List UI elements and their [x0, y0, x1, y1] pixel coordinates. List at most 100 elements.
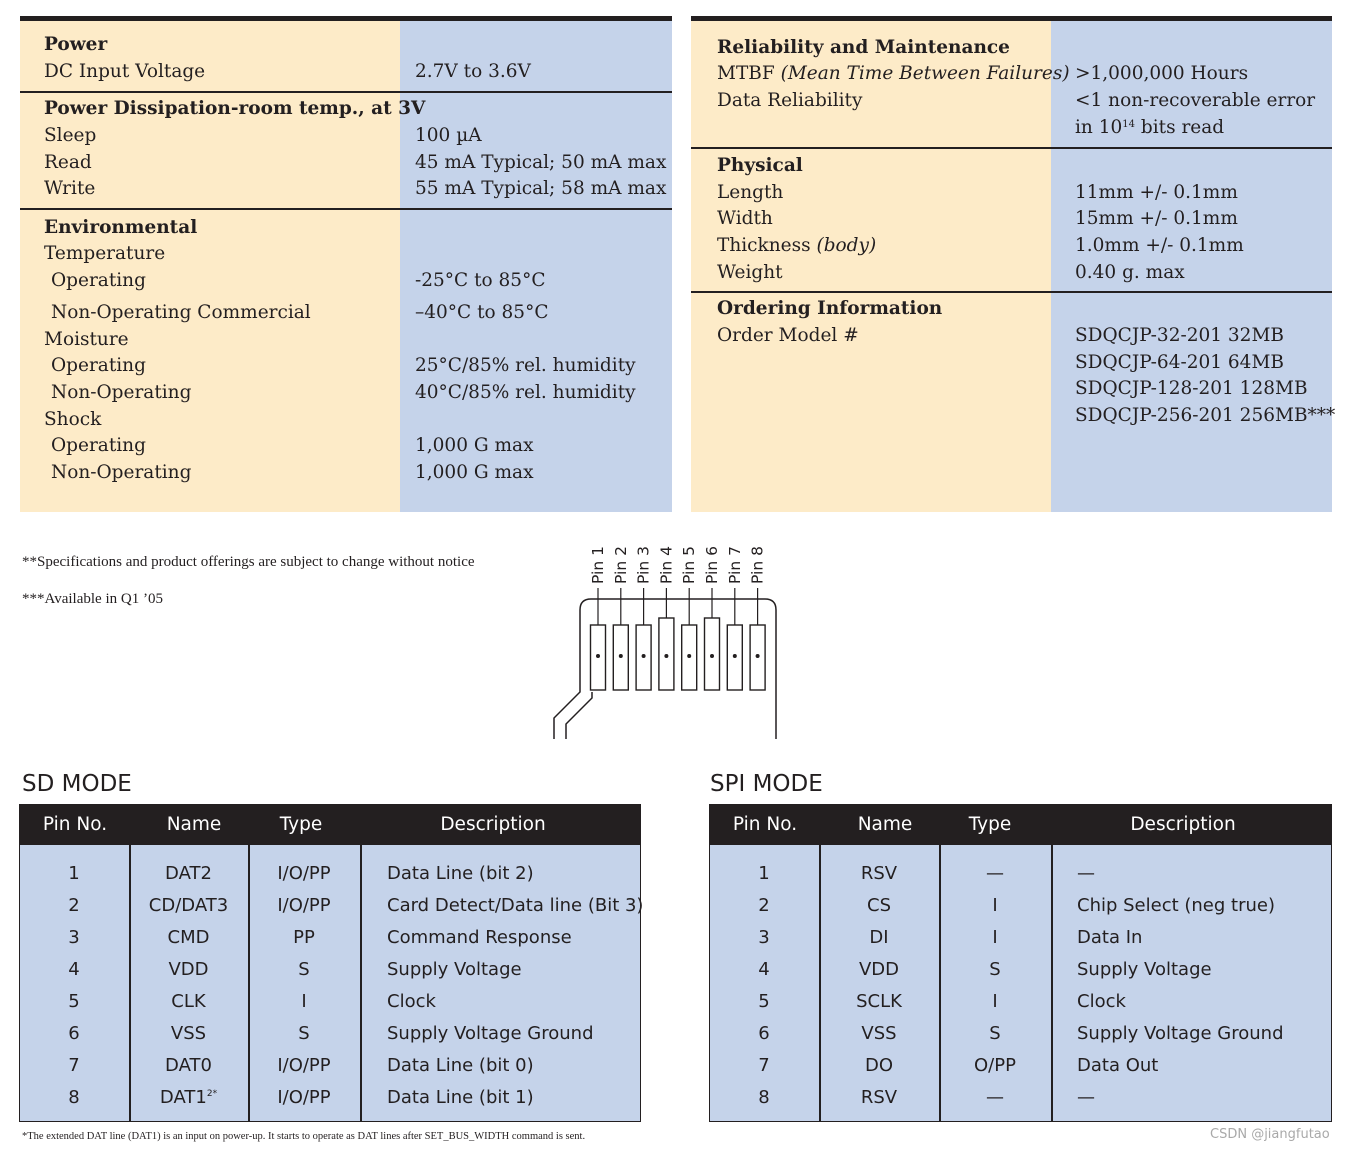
table-cell-name: DO: [819, 1050, 939, 1082]
table-cell-pin-no: 4: [20, 954, 128, 986]
table-cell-type-text: —: [986, 863, 1004, 884]
length-label: Length: [717, 182, 784, 203]
table-cell-pin-no: 4: [710, 954, 818, 986]
table-cell-description-text: Data In: [1077, 927, 1143, 948]
table-cell-name: SCLK: [819, 986, 939, 1018]
table-cell-description-text: Supply Voltage Ground: [1077, 1023, 1284, 1044]
moist-operating-label: Operating: [51, 355, 146, 376]
sd-header-pin-no: Pin No.: [42, 814, 108, 835]
table-cell-type: I: [939, 890, 1051, 922]
reliability-heading: Reliability and Maintenance: [717, 37, 1010, 58]
table-cell-pin-no-text: 6: [758, 1023, 770, 1044]
pin-contact-dot: [732, 654, 737, 658]
power-dissipation-section: Power Dissipation-room temp., at 3V Slee…: [20, 91, 672, 208]
table-cell-description-text: Chip Select (neg true): [1077, 895, 1275, 916]
shock-nonoperating-value: 1,000 G max: [415, 462, 534, 483]
sd-header-type: Type: [279, 814, 323, 835]
table-cell-type-text: PP: [293, 927, 315, 948]
ordering-heading: Ordering Information: [717, 298, 943, 319]
order-model-128mb: SDQCJP-128-201 128MB: [1075, 378, 1308, 399]
table-cell-description-text: Data Line (bit 1): [387, 1087, 534, 1108]
table-cell-description-text: Supply Voltage: [1077, 959, 1212, 980]
table-cell-type-text: S: [298, 1023, 310, 1044]
shock-label: Shock: [44, 409, 102, 430]
table-cell-pin-no-text: 6: [68, 1023, 80, 1044]
table-cell-name: RSV: [819, 1082, 939, 1114]
table-cell-pin-no-text: 5: [68, 991, 80, 1012]
table-cell-pin-no-text: 8: [68, 1087, 80, 1108]
sd-card-outline: [553, 598, 777, 739]
shock-operating-label: Operating: [51, 435, 146, 456]
sd-column-divider: [360, 845, 362, 1121]
width-value: 15mm +/- 0.1mm: [1075, 208, 1238, 229]
dat1-footnote: *The extended DAT line (DAT1) is an inpu…: [22, 1131, 586, 1142]
table-cell-name: VDD: [819, 954, 939, 986]
temp-operating-value: -25°C to 85°C: [415, 270, 546, 291]
thickness-value: 1.0mm +/- 0.1mm: [1075, 235, 1244, 256]
table-cell-type-text: I: [992, 991, 998, 1012]
table-cell-type: S: [248, 1018, 360, 1050]
table-cell-type: I: [939, 922, 1051, 954]
sd-header-description: Description: [440, 814, 546, 835]
table-cell-name: CD/DAT3: [129, 890, 248, 922]
table-cell-name-text: RSV: [860, 1087, 898, 1108]
table-cell-pin-no-text: 1: [68, 863, 80, 884]
table-cell-pin-no-text: 3: [758, 927, 770, 948]
table-cell-type-text: S: [298, 959, 310, 980]
table-cell-description: —: [1077, 858, 1095, 890]
table-cell-name: DI: [819, 922, 939, 954]
table-row: 1 RSV — —: [710, 858, 1331, 890]
length-value: 11mm +/- 0.1mm: [1075, 182, 1238, 203]
pin-contact-dot: [755, 654, 760, 658]
note-availability: ***Available in Q1 ’05: [22, 591, 163, 607]
table-cell-name-text: VDD: [858, 959, 900, 980]
moisture-label: Moisture: [44, 329, 129, 350]
sd-card-notch-line: [565, 692, 593, 739]
moist-nonoperating-label: Non-Operating: [51, 382, 192, 403]
table-cell-pin-no: 6: [20, 1018, 128, 1050]
table-cell-pin-no: 1: [20, 858, 128, 890]
pin-label: Pin 2: [612, 546, 630, 584]
order-model-256mb: SDQCJP-256-201 256MB***: [1075, 405, 1336, 426]
sleep-value: 100 µA: [415, 125, 482, 146]
table-cell-pin-no: 3: [20, 922, 128, 954]
table-cell-pin-no: 5: [710, 986, 818, 1018]
table-cell-pin-no-text: 4: [68, 959, 80, 980]
table-cell-name: VSS: [819, 1018, 939, 1050]
temp-nonoperating-label: Non-Operating Commercial: [51, 302, 311, 323]
table-cell-pin-no: 3: [710, 922, 818, 954]
table-cell-pin-no-text: 7: [68, 1055, 80, 1076]
table-cell-pin-no-text: 2: [68, 895, 80, 916]
table-cell-description: Supply Voltage: [1077, 954, 1212, 986]
table-cell-description: Data In: [1077, 922, 1142, 954]
order-model-32mb: SDQCJP-32-201 32MB: [1075, 325, 1284, 346]
order-model-64mb: SDQCJP-64-201 64MB: [1075, 352, 1284, 373]
table-cell-type-text: O/PP: [974, 1055, 1016, 1076]
table-cell-description-text: Clock: [1077, 991, 1126, 1012]
table-cell-name: VDD: [129, 954, 248, 986]
physical-heading: Physical: [717, 155, 803, 176]
table-cell-pin-no: 1: [710, 858, 818, 890]
order-model-label: Order Model #: [717, 325, 859, 346]
table-cell-description-text: Data Out: [1077, 1055, 1159, 1076]
write-value: 55 mA Typical; 58 mA max: [415, 178, 667, 199]
table-cell-pin-no: 8: [20, 1082, 128, 1114]
table-cell-type: I/O/PP: [248, 858, 360, 890]
table-cell-pin-no-text: 8: [758, 1087, 770, 1108]
mtbf-label-text: MTBF: [717, 63, 775, 84]
table-cell-name: DAT2: [129, 858, 248, 890]
table-cell-type: S: [248, 954, 360, 986]
spec-table-electrical-environmental: Power DC Input Voltage 2.7V to 3.6V Powe…: [20, 16, 672, 512]
pin-label: Pin 1: [589, 546, 607, 584]
spi-header-pin-no: Pin No.: [732, 814, 798, 835]
footnote-marker: 2*: [206, 1089, 218, 1099]
table-cell-name-text: DAT0: [165, 1055, 212, 1076]
table-cell-name-text: RSV: [860, 863, 898, 884]
table-cell-name-text: VSS: [170, 1023, 207, 1044]
table-cell-pin-no: 2: [710, 890, 818, 922]
